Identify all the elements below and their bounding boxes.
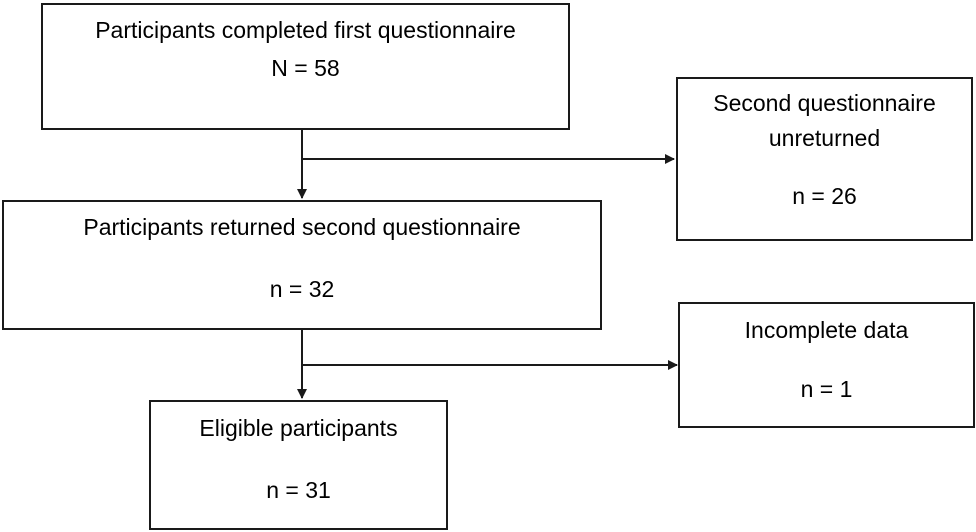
- second-unreturned-count: n = 26: [792, 183, 857, 209]
- incomplete-data-title: Incomplete data: [744, 317, 909, 343]
- box-incomplete-data: Incomplete data n = 1: [678, 302, 975, 428]
- eligible-title: Eligible participants: [199, 415, 398, 441]
- incomplete-data-count: n = 1: [800, 376, 853, 402]
- returned-second-count: n = 32: [269, 276, 335, 302]
- first-questionnaire-title: Participants completed first questionnai…: [95, 17, 516, 43]
- returned-second-title: Participants returned second questionnai…: [83, 214, 521, 240]
- second-unreturned-title-line1: Second questionnaire: [713, 90, 936, 116]
- eligible-count: n = 31: [266, 477, 331, 503]
- box-eligible-participants: Eligible participants n = 31: [149, 400, 448, 530]
- box-second-unreturned: Second questionnaire unreturned n = 26: [676, 77, 973, 241]
- first-questionnaire-count: N = 58: [271, 55, 340, 81]
- second-unreturned-title-line2: unreturned: [768, 125, 881, 151]
- box-returned-second: Participants returned second questionnai…: [2, 200, 602, 330]
- box-first-questionnaire: Participants completed first questionnai…: [41, 3, 570, 130]
